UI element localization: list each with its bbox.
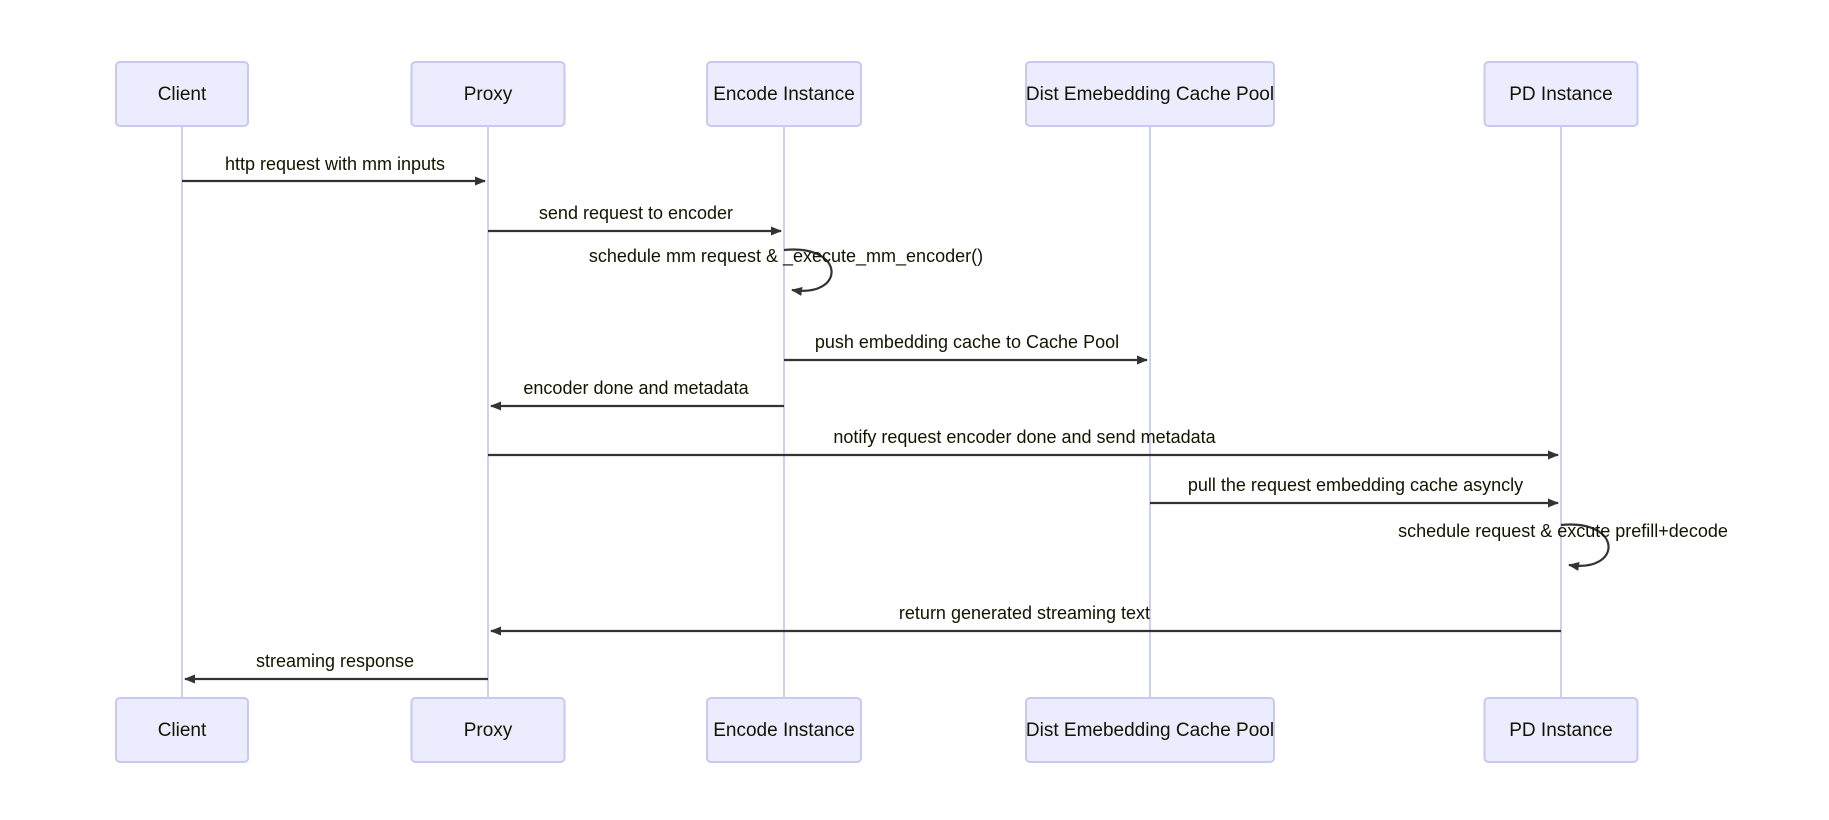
actor-box-encode-bottom[interactable]: Encode Instance	[706, 697, 862, 763]
message-7[interactable]: pull the request embedding cache asyncly	[1150, 475, 1559, 508]
actor-box-rect	[1025, 61, 1275, 127]
actor-label-cache: Dist Emebedding Cache Pool	[1026, 84, 1274, 105]
actor-box-pd-top[interactable]: PD Instance	[1483, 61, 1639, 127]
actor-box-rect	[410, 697, 566, 763]
message-1[interactable]: http request with mm inputs	[182, 154, 486, 186]
actor-boxes-top: Client Proxy Encode Instance Dist Emebeddin…	[115, 61, 1639, 127]
message-label: send request to encoder	[539, 203, 733, 223]
actor-box-rect	[115, 61, 249, 127]
self-loop-path	[1560, 523, 1610, 571]
message-10[interactable]: streaming response	[184, 651, 488, 684]
message-3[interactable]: schedule mm request & _execute_mm_encode…	[589, 246, 983, 296]
message-label: schedule mm request & _execute_mm_encode…	[589, 246, 983, 267]
actor-label-encode: Encode Instance	[713, 84, 855, 105]
actor-box-rect	[1025, 697, 1275, 763]
actor-label-cache: Dist Emebedding Cache Pool	[1026, 720, 1274, 741]
actor-box-cache-bottom[interactable]: Dist Emebedding Cache Pool	[1025, 697, 1275, 763]
message-label: push embedding cache to Cache Pool	[815, 332, 1119, 352]
actor-box-rect	[1483, 697, 1639, 763]
messages-group: http request with mm inputs send request …	[182, 154, 1728, 684]
message-5[interactable]: encoder done and metadata	[490, 378, 784, 411]
actor-label-pd: PD Instance	[1509, 720, 1613, 741]
actor-label-proxy: Proxy	[464, 84, 513, 105]
message-label: notify request encoder done and send met…	[833, 427, 1216, 447]
actor-label-client: Client	[158, 84, 207, 105]
actor-box-client-bottom[interactable]: Client	[115, 697, 249, 763]
actor-box-cache-top[interactable]: Dist Emebedding Cache Pool	[1025, 61, 1275, 127]
actor-label-client: Client	[158, 720, 207, 741]
self-loop-path	[783, 248, 833, 296]
actor-box-pd-bottom[interactable]: PD Instance	[1483, 697, 1639, 763]
actor-box-client-top[interactable]: Client	[115, 61, 249, 127]
message-label: pull the request embedding cache asyncly	[1188, 475, 1523, 495]
message-6[interactable]: notify request encoder done and send met…	[488, 427, 1559, 460]
message-label: streaming response	[256, 651, 414, 671]
actor-boxes-bottom: Client Proxy Encode Instance Dist Emebeddin…	[115, 697, 1639, 763]
message-9[interactable]: return generated streaming text	[490, 603, 1561, 636]
actor-label-pd: PD Instance	[1509, 84, 1613, 105]
message-label: encoder done and metadata	[523, 378, 749, 398]
actor-label-encode: Encode Instance	[713, 720, 855, 741]
message-8[interactable]: schedule request & excute prefill+decode	[1398, 521, 1728, 571]
actor-box-rect	[1483, 61, 1639, 127]
actor-box-encode-top[interactable]: Encode Instance	[706, 61, 862, 127]
message-label: schedule request & excute prefill+decode	[1398, 521, 1728, 541]
actor-label-proxy: Proxy	[464, 720, 513, 741]
actor-box-rect	[706, 61, 862, 127]
actor-box-rect	[706, 697, 862, 763]
actor-box-proxy-bottom[interactable]: Proxy	[410, 697, 566, 763]
message-label: return generated streaming text	[899, 603, 1150, 623]
message-label: http request with mm inputs	[225, 154, 445, 174]
actor-box-proxy-top[interactable]: Proxy	[410, 61, 566, 127]
lifelines-group	[181, 126, 1562, 698]
message-4[interactable]: push embedding cache to Cache Pool	[784, 332, 1148, 365]
message-2[interactable]: send request to encoder	[488, 203, 782, 236]
actor-box-rect	[410, 61, 566, 127]
actor-box-rect	[115, 697, 249, 763]
